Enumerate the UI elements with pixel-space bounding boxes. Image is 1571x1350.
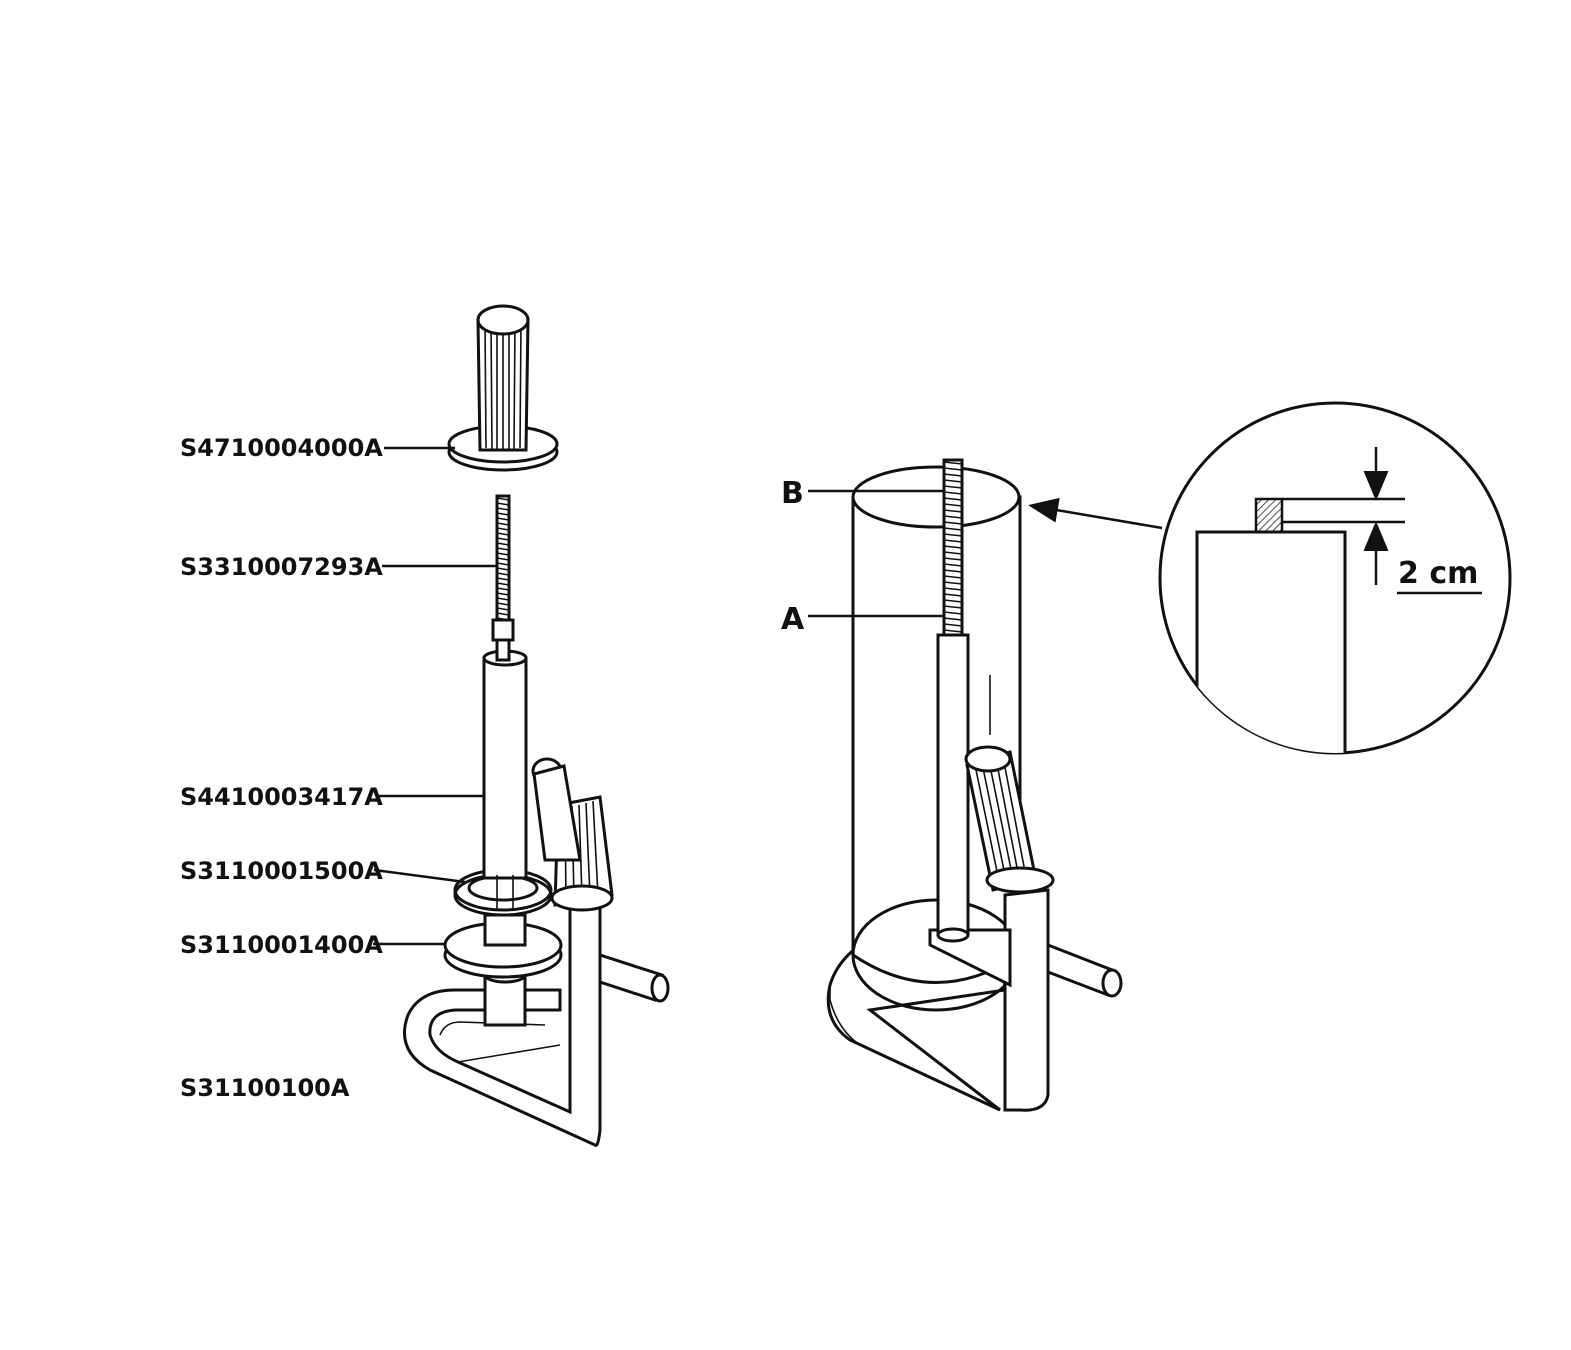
thread-mark	[496, 597, 510, 601]
thread-mark	[943, 527, 963, 531]
thread-mark	[943, 617, 963, 621]
dimension-label: 2 cm	[1398, 556, 1478, 591]
exploded-view: S4710004000A S3310007293A S4410003417A S…	[180, 304, 670, 1147]
top-knob-part	[447, 304, 559, 472]
thread-mark	[943, 545, 963, 549]
thread-mark	[943, 557, 963, 561]
label-b: B	[781, 476, 804, 511]
thread-mark	[496, 537, 510, 541]
thread-mark	[943, 599, 963, 603]
thread-mark	[496, 532, 510, 536]
thread-mark	[496, 502, 510, 506]
assembled-view: B A	[781, 458, 1163, 1112]
thread-mark	[943, 497, 963, 501]
part-label-5: S3110001400A	[180, 931, 383, 959]
thread-mark	[943, 485, 963, 489]
thread-mark	[943, 479, 963, 483]
thread-mark	[496, 542, 510, 546]
thread-mark	[496, 497, 510, 501]
thread-mark	[496, 562, 510, 566]
thread-mark	[943, 491, 963, 495]
thread-mark	[496, 527, 510, 531]
thread-mark	[943, 581, 963, 585]
thread-mark	[496, 577, 510, 581]
thread-mark	[496, 552, 510, 556]
thread-mark	[496, 607, 510, 611]
thread-mark	[943, 509, 963, 513]
thread-mark	[943, 467, 963, 471]
grip-assembled	[964, 745, 1055, 894]
detail-view: 2 cm	[1158, 401, 1512, 755]
thread-mark	[496, 547, 510, 551]
thread-mark	[943, 629, 963, 633]
thread-mark	[496, 567, 510, 571]
thread-mark	[943, 551, 963, 555]
thread-mark	[496, 592, 510, 596]
label-a: A	[781, 602, 805, 637]
thread-mark	[943, 503, 963, 507]
thread-mark	[943, 521, 963, 525]
thread-mark	[943, 593, 963, 597]
thread-mark	[943, 569, 963, 573]
thread-mark	[496, 582, 510, 586]
thread-mark	[496, 572, 510, 576]
leader-line-4	[373, 868, 466, 884]
part-label-2: S3310007293A	[180, 553, 383, 581]
thread-mark	[496, 612, 510, 616]
thread-mark	[943, 563, 963, 567]
thread-mark	[943, 587, 963, 591]
tube-part	[482, 649, 528, 910]
grip-ribs-top	[484, 321, 522, 450]
thread-mark	[496, 587, 510, 591]
threaded-rod-part	[491, 494, 515, 662]
thread-mark	[943, 539, 963, 543]
thread-mark	[496, 512, 510, 516]
detail-pointer-arrow	[1028, 497, 1163, 530]
thread-mark	[943, 473, 963, 477]
part-label-3: S4410003417A	[180, 783, 383, 811]
thread-mark	[943, 461, 963, 465]
thread-mark	[943, 533, 963, 537]
thread-mark	[943, 575, 963, 579]
part-label-6: S31100100A	[180, 1074, 350, 1102]
thread-mark	[496, 557, 510, 561]
thread-mark	[943, 515, 963, 519]
base-frame-part	[403, 757, 670, 1147]
thread-mark	[943, 605, 963, 609]
thread-mark	[496, 522, 510, 526]
thread-mark	[496, 602, 510, 606]
part-label-4: S3110001500A	[180, 857, 383, 885]
thread-mark	[496, 507, 510, 511]
thread-mark	[496, 517, 510, 521]
thread-mark	[943, 623, 963, 627]
part-label-1: S4710004000A	[180, 434, 383, 462]
washer-lower-part	[443, 913, 563, 979]
thread-mark	[943, 611, 963, 615]
